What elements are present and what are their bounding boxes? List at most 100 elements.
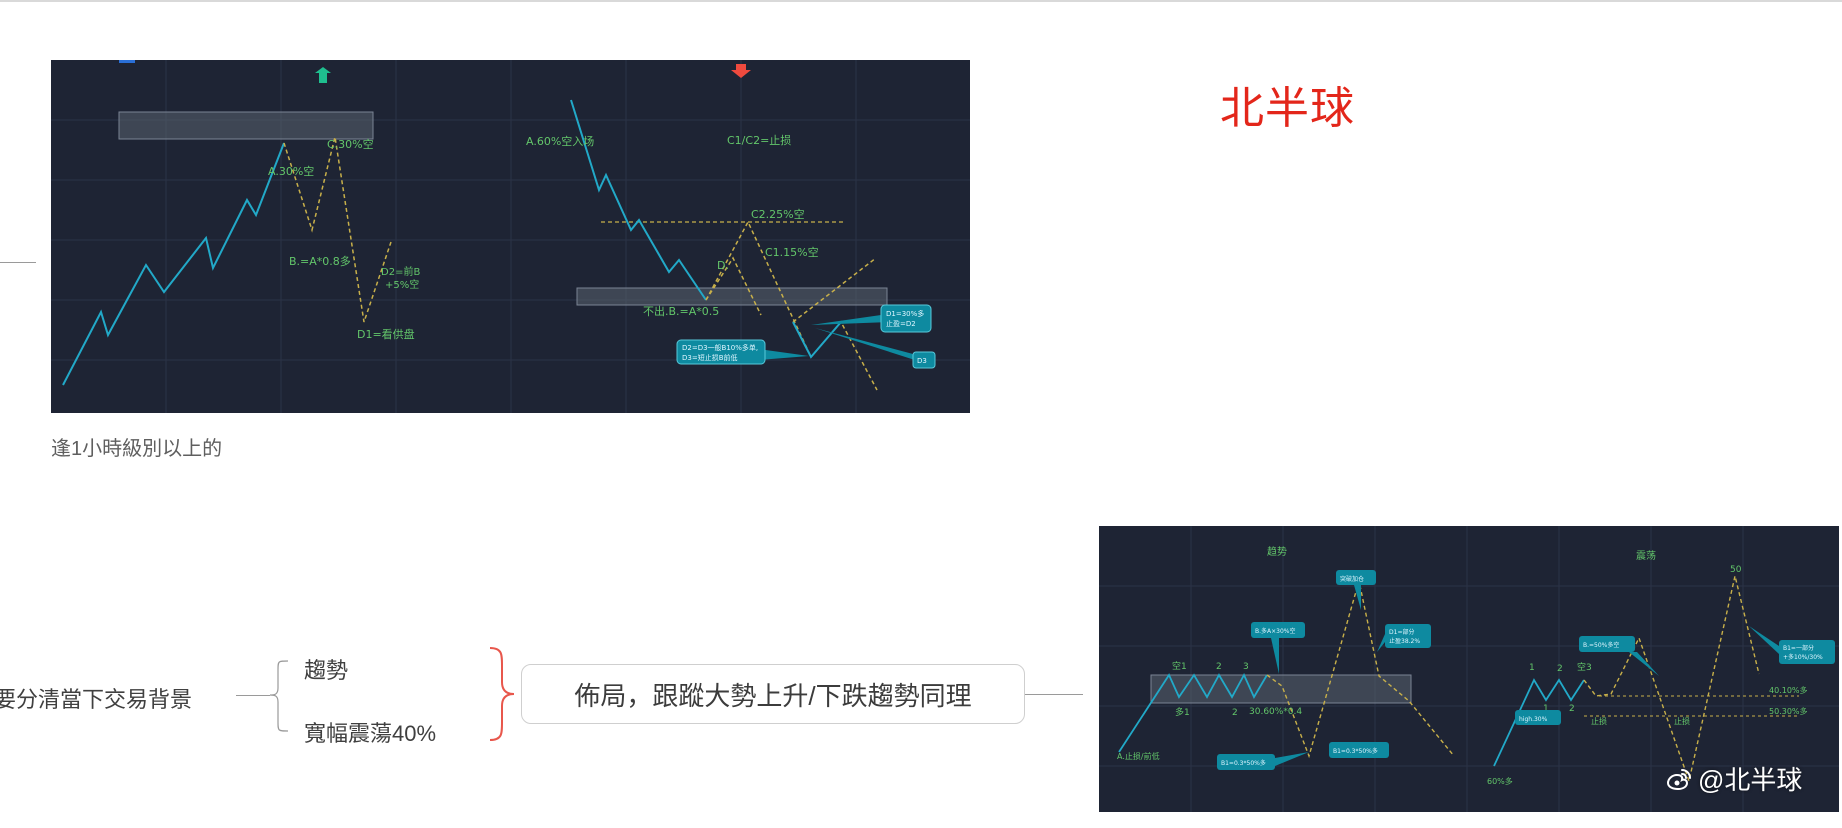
watermark: @北半球 xyxy=(1666,760,1802,797)
label-a60: A.60%空入场 xyxy=(526,134,594,148)
callout-c1-text: B.多A×30%空 xyxy=(1255,627,1296,635)
callout-c2 xyxy=(1336,570,1376,585)
range-price-line xyxy=(1493,678,1585,767)
callout-c1-pointer xyxy=(1271,638,1279,674)
trend-price-line xyxy=(1118,672,1268,753)
zone-box-support xyxy=(576,287,888,306)
callout-c2-pointer xyxy=(1354,585,1361,610)
label-c1c2: C1/C2=止损 xyxy=(727,133,791,147)
callout-pointer-small xyxy=(815,328,921,362)
watermark-text: @北半球 xyxy=(1698,765,1803,795)
trend-range-chart: 趋势 震荡 空1 2 3 多1 2 30.60%*0.4 A.止损/前低 B.多… xyxy=(1099,526,1839,812)
label-r50: 50 xyxy=(1730,565,1742,575)
callout-c6-pointer xyxy=(1629,652,1659,676)
callout-c5-text: B1=0.3*50%多 xyxy=(1333,747,1378,755)
callout-bottom-line2: D3=短止损B前低 xyxy=(682,353,738,362)
callout-right-top-line1: D1=30%多 xyxy=(886,309,924,318)
label-rb2: 2 xyxy=(1569,704,1575,714)
corner-marker xyxy=(119,60,135,63)
weibo-logo-icon xyxy=(1666,768,1691,790)
connector-stub-top xyxy=(0,262,36,263)
page-title: 北半球 xyxy=(1220,84,1355,133)
mindmap-bracket xyxy=(269,660,289,732)
callout-small xyxy=(912,351,936,369)
downtrend-price-line xyxy=(570,99,707,301)
grid-2 xyxy=(1099,526,1839,812)
callout-c6 xyxy=(1579,636,1635,652)
callout-c7-text: high.30% xyxy=(1519,716,1548,723)
label-lvl1: 40.10%多 xyxy=(1769,685,1808,695)
range-projection xyxy=(1583,575,1760,784)
label-pct: 30.60%*0.4 xyxy=(1249,707,1302,717)
mindmap-root: 要分清當下交易背景 xyxy=(0,687,193,712)
callout-c8-line2: +多10%/30% xyxy=(1783,653,1823,661)
callout-small-text: D3 xyxy=(917,357,927,365)
chart-caption: 逢1小時級別以上的 xyxy=(51,438,223,460)
uptrend-price-line xyxy=(62,142,285,386)
callout-bottom-line1: D2=D3一般B10%多单, xyxy=(682,343,758,352)
callout-c8-pointer xyxy=(1749,626,1779,654)
callout-pointer-right-top xyxy=(811,315,891,325)
mindmap-layout-box: 佈局，跟蹤大勢上升/下跌趨勢同理 xyxy=(521,664,1025,724)
label-c1: C1.15%空 xyxy=(765,245,819,259)
label-stop: 止损 xyxy=(1591,716,1607,726)
zone-box-trend xyxy=(1150,674,1412,704)
chart2-right-title: 震荡 xyxy=(1636,550,1656,562)
label-rb1: 1 xyxy=(1543,704,1549,714)
down-arrow-icon xyxy=(731,64,751,78)
callout-c4-pointer xyxy=(1275,752,1309,766)
curly-brace-icon xyxy=(489,647,515,741)
label-b-a08: B.=A*0.8多 xyxy=(289,254,351,268)
callout-right-top-line2: 止盈=D2 xyxy=(886,319,916,328)
callout-c4 xyxy=(1217,754,1275,770)
strategy-chart-top: C.30%空 A.30%空 B.=A*0.8多 D2=前B +5%空 D1=看供… xyxy=(51,60,970,413)
label-r3: 空3 xyxy=(1577,661,1592,673)
projection-up-right xyxy=(792,257,877,323)
callout-c7 xyxy=(1515,710,1561,725)
callout-c3-pointer xyxy=(1377,634,1385,652)
label-c30: C.30%空 xyxy=(327,137,374,151)
label-d2: D2=前B xyxy=(381,265,420,278)
label-duo60: 60%多 xyxy=(1487,776,1513,786)
label-r1: 1 xyxy=(1529,663,1535,673)
callout-c3-line1: D1=部分 xyxy=(1389,628,1414,636)
projection-c2 xyxy=(705,220,878,391)
callout-c1 xyxy=(1251,622,1305,638)
label-a-stop: A.止损/前低 xyxy=(1117,751,1160,761)
projection-line-left xyxy=(283,136,392,323)
label-nochu: 不出.B.=A*0.5 xyxy=(643,304,719,318)
label-duo1: 多1 xyxy=(1175,706,1190,718)
label-k1: 空1 xyxy=(1172,660,1187,672)
chart2-left-title: 趋势 xyxy=(1267,545,1287,558)
up-arrow-icon xyxy=(315,67,331,83)
top-divider xyxy=(0,0,1842,2)
label-n2: 2 xyxy=(1216,662,1222,672)
label-d1: D1=看供盘 xyxy=(357,327,415,341)
price-line-tail xyxy=(792,321,842,359)
callout-c8 xyxy=(1779,640,1835,664)
callout-bottom xyxy=(676,339,766,365)
label-d: D. xyxy=(717,259,729,272)
label-n2b: 2 xyxy=(1232,708,1238,718)
mindmap-branch-trend: 趨勢 xyxy=(304,658,349,683)
mindmap-connector-root xyxy=(236,695,270,696)
zone-box-a30 xyxy=(118,111,374,140)
callout-c5 xyxy=(1329,742,1389,758)
mindmap-connector-box xyxy=(1025,694,1083,695)
mindmap-branch-range: 寬幅震蕩40% xyxy=(304,721,437,746)
label-lvl2: 50.30%多 xyxy=(1769,706,1808,716)
label-n3: 3 xyxy=(1243,662,1249,672)
callout-c3 xyxy=(1385,624,1431,648)
label-d2b: +5%空 xyxy=(385,278,419,291)
label-c2: C2.25%空 xyxy=(751,207,805,221)
projection-d xyxy=(705,256,762,316)
callout-right-top xyxy=(880,304,932,333)
trend-range-chart-svg: 趋势 震荡 空1 2 3 多1 2 30.60%*0.4 A.止损/前低 B.多… xyxy=(1099,526,1839,812)
callout-c4-text: B1=0.3*50%多 xyxy=(1221,759,1266,767)
callout-c2-text: 突破加仓 xyxy=(1340,575,1364,583)
callout-c3-line2: 止盈38.2% xyxy=(1389,637,1420,645)
label-a30: A.30%空 xyxy=(268,164,314,178)
callout-c6-text: B.=50%多空 xyxy=(1583,641,1619,649)
strategy-chart-top-svg: C.30%空 A.30%空 B.=A*0.8多 D2=前B +5%空 D1=看供… xyxy=(51,60,970,413)
label-stop2: 止损 xyxy=(1674,716,1690,726)
